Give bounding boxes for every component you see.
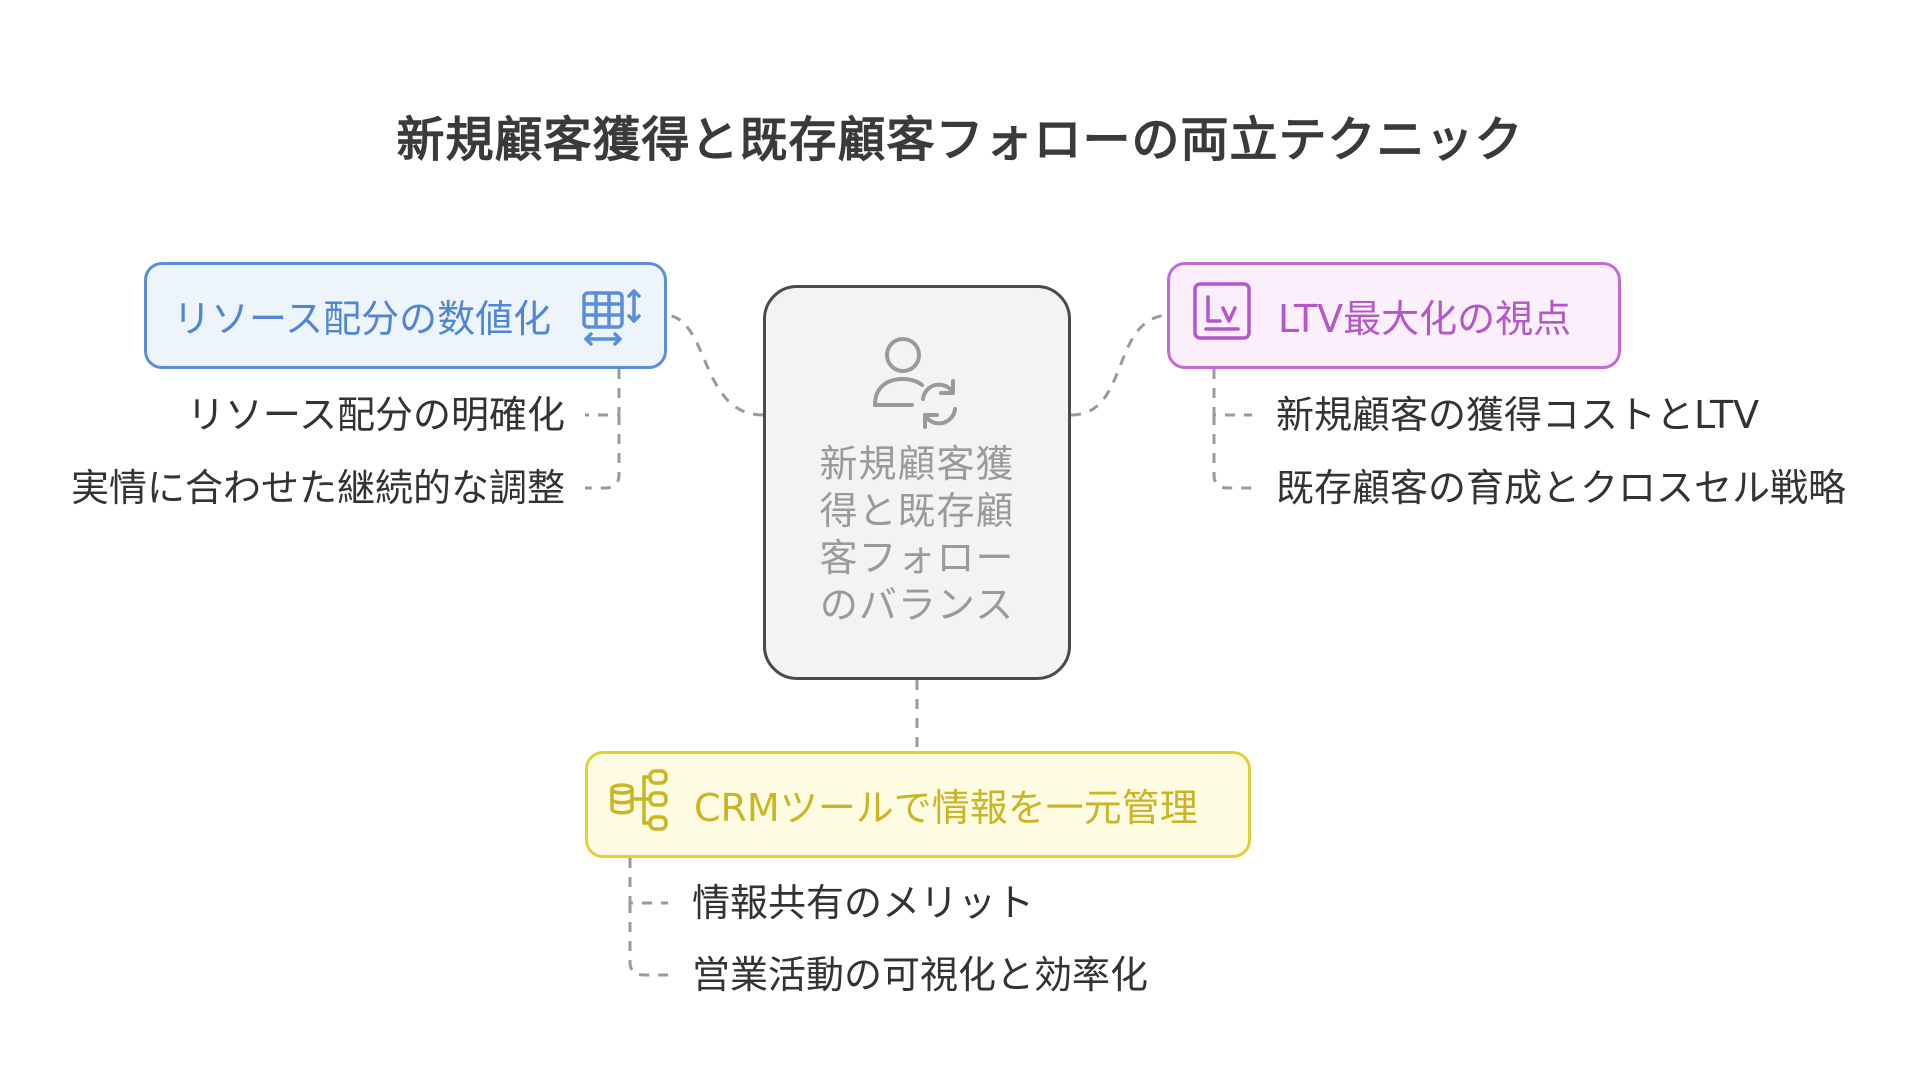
connector-resource-item-1 [585, 369, 621, 417]
resource-node: リソース配分の数値化 [144, 262, 667, 369]
ltv-item: 新規顧客の獲得コストとLTV [1276, 393, 1760, 437]
ltv-node: LTV最大化の視点 [1167, 262, 1621, 369]
center-label-line: 得と既存顧 [819, 489, 1015, 533]
database-flow-icon [608, 769, 672, 840]
resource-item: 実情に合わせた継続的な調整 [70, 466, 565, 510]
center-label-line: 新規顧客獲 [819, 442, 1015, 486]
connector-crm-item-1 [628, 858, 668, 905]
center-label: 新規顧客獲 得と既存顧 客フォロー のバランス [766, 441, 1068, 629]
connector-center-to-resource [666, 313, 764, 417]
connector-ltv-item-2 [1212, 415, 1252, 490]
center-label-line: 客フォロー [819, 536, 1015, 580]
center-node: 新規顧客獲 得と既存顧 客フォロー のバランス [763, 285, 1071, 680]
crm-item: 情報共有のメリット [692, 881, 1035, 925]
person-sync-icon [867, 333, 967, 437]
crm-node: CRMツールで情報を一元管理 [585, 751, 1251, 858]
connector-ltv-item-1 [1212, 369, 1252, 417]
connector-center-to-ltv [1070, 313, 1168, 417]
ltv-node-label: LTV最大化の視点 [1278, 297, 1572, 341]
crm-node-label: CRMツールで情報を一元管理 [694, 786, 1198, 830]
table-resize-icon [580, 287, 644, 356]
connector-crm-item-2 [628, 903, 668, 977]
ltv-item: 既存顧客の育成とクロスセル戦略 [1276, 466, 1847, 510]
connector-resource-item-2 [585, 415, 621, 490]
crm-item: 営業活動の可視化と効率化 [692, 953, 1149, 997]
resource-item: リソース配分の明確化 [186, 393, 565, 437]
lv-badge-icon [1192, 281, 1252, 350]
resource-node-label: リソース配分の数値化 [173, 297, 552, 341]
diagram-title: 新規顧客獲得と既存顧客フォローの両立テクニック [396, 112, 1524, 168]
center-label-line: のバランス [819, 583, 1015, 627]
